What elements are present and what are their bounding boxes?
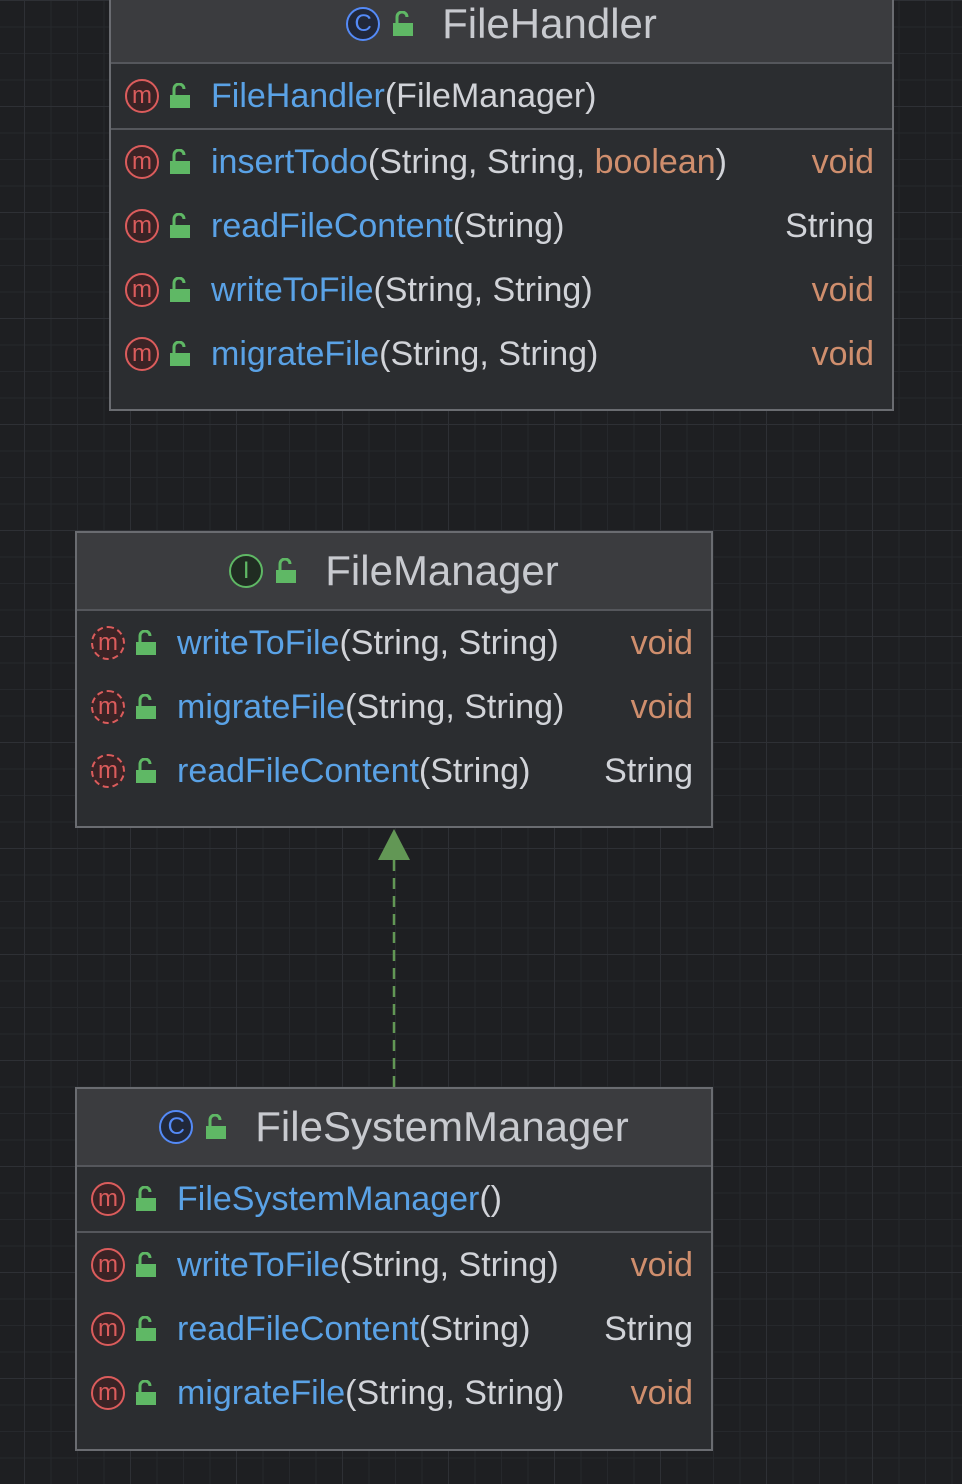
public-lock-icon (393, 11, 414, 36)
method-row[interactable]: m writeToFile(String, String) void (77, 611, 711, 675)
method-name: readFileContent (177, 1309, 419, 1348)
method-return-type: void (811, 142, 874, 181)
method-params: (String, String) (345, 687, 565, 726)
method-name: writeToFile (177, 623, 340, 662)
method-row[interactable]: m migrateFile(String, String) void (111, 322, 892, 386)
method-row[interactable]: m writeToFile(String, String) void (111, 258, 892, 322)
method-return-type: String (604, 1309, 693, 1348)
public-lock-icon (170, 277, 190, 302)
method-return-type: void (630, 687, 693, 726)
method-icon: m (125, 209, 159, 243)
method-return-type: String (785, 206, 874, 245)
constructor-section: m FileHandler(FileManager) (111, 64, 892, 128)
interface-badge-icon: I (229, 554, 264, 588)
method-params: (String) (452, 206, 565, 245)
method-name: writeToFile (211, 270, 374, 309)
methods-section: m writeToFile(String, String) void m rea… (77, 1231, 711, 1425)
method-name: insertTodo (211, 142, 368, 181)
method-return-type: void (811, 334, 874, 373)
method-icon: m (91, 1312, 125, 1346)
method-row[interactable]: m readFileContent(String) String (77, 739, 711, 803)
method-row[interactable]: m writeToFile(String, String) void (77, 1233, 711, 1297)
method-row[interactable]: m readFileContent(String) String (111, 194, 892, 258)
file-handler-header: C FileHandler (111, 0, 892, 64)
class-badge-icon: C (159, 1110, 194, 1144)
method-params: (String, String) (373, 270, 593, 309)
method-icon: m (91, 1376, 125, 1410)
file-manager-header: I FileManager (77, 533, 711, 611)
file-manager-interface-node[interactable]: I FileManager m writeToFile(String, Stri… (75, 531, 713, 828)
method-icon: m (125, 273, 159, 307)
class-name: FileSystemManager (255, 1103, 629, 1150)
methods-section: m insertTodo(String, String, boolean) vo… (111, 128, 892, 386)
method-icon: m (125, 145, 159, 179)
abstract-method-icon: m (91, 626, 125, 660)
method-return-type: String (604, 751, 693, 790)
constructor-name: FileSystemManager (177, 1179, 480, 1218)
constructor-params: (FileManager) (384, 76, 597, 115)
public-lock-icon (170, 341, 190, 366)
method-params: (String, String) (345, 1373, 565, 1412)
public-lock-icon (136, 1186, 156, 1211)
public-lock-icon (136, 630, 156, 655)
method-params: (String, String) (379, 334, 599, 373)
public-lock-icon (206, 1114, 227, 1139)
public-lock-icon (136, 758, 156, 783)
method-icon: m (91, 1182, 125, 1216)
method-icon: m (91, 1248, 125, 1282)
public-lock-icon (136, 694, 156, 719)
method-name: writeToFile (177, 1245, 340, 1284)
realization-arrowhead-icon (378, 829, 410, 860)
class-badge-icon: C (346, 7, 381, 41)
method-params: (String, String) (339, 623, 559, 662)
method-name: migrateFile (177, 687, 346, 726)
method-row[interactable]: m migrateFile(String, String) void (77, 675, 711, 739)
public-lock-icon (136, 1316, 156, 1341)
method-return-type: void (630, 1373, 693, 1412)
interface-name: FileManager (325, 547, 559, 594)
public-lock-icon (170, 83, 190, 108)
method-row[interactable]: m migrateFile(String, String) void (77, 1361, 711, 1425)
public-lock-icon (276, 558, 297, 583)
file-handler-class-node[interactable]: C FileHandler m FileHandler(FileManager)… (109, 0, 894, 411)
constructor-row[interactable]: m FileSystemManager() (77, 1167, 711, 1231)
method-params: (String) (418, 751, 531, 790)
public-lock-icon (170, 213, 190, 238)
constructor-name: FileHandler (211, 76, 385, 115)
file-system-manager-header: C FileSystemManager (77, 1089, 711, 1167)
method-row[interactable]: m insertTodo(String, String, boolean) vo… (111, 130, 892, 194)
methods-section: m writeToFile(String, String) void m mig… (77, 611, 711, 803)
method-name: readFileContent (177, 751, 419, 790)
constructor-section: m FileSystemManager() (77, 1167, 711, 1231)
public-lock-icon (136, 1380, 156, 1405)
method-return-type: void (630, 1245, 693, 1284)
method-icon: m (125, 79, 159, 113)
method-name: readFileContent (211, 206, 453, 245)
method-row[interactable]: m readFileContent(String) String (77, 1297, 711, 1361)
method-params: (String, String, boolean) (367, 142, 727, 181)
public-lock-icon (136, 1252, 156, 1277)
method-name: migrateFile (211, 334, 380, 373)
abstract-method-icon: m (91, 754, 125, 788)
constructor-params: () (479, 1179, 502, 1218)
method-icon: m (125, 337, 159, 371)
public-lock-icon (170, 149, 190, 174)
class-name: FileHandler (442, 0, 657, 47)
file-system-manager-class-node[interactable]: C FileSystemManager m FileSystemManager(… (75, 1087, 713, 1451)
method-name: migrateFile (177, 1373, 346, 1412)
method-params: (String) (418, 1309, 531, 1348)
abstract-method-icon: m (91, 690, 125, 724)
method-params: (String, String) (339, 1245, 559, 1284)
method-return-type: void (811, 270, 874, 309)
constructor-row[interactable]: m FileHandler(FileManager) (111, 64, 892, 128)
method-return-type: void (630, 623, 693, 662)
